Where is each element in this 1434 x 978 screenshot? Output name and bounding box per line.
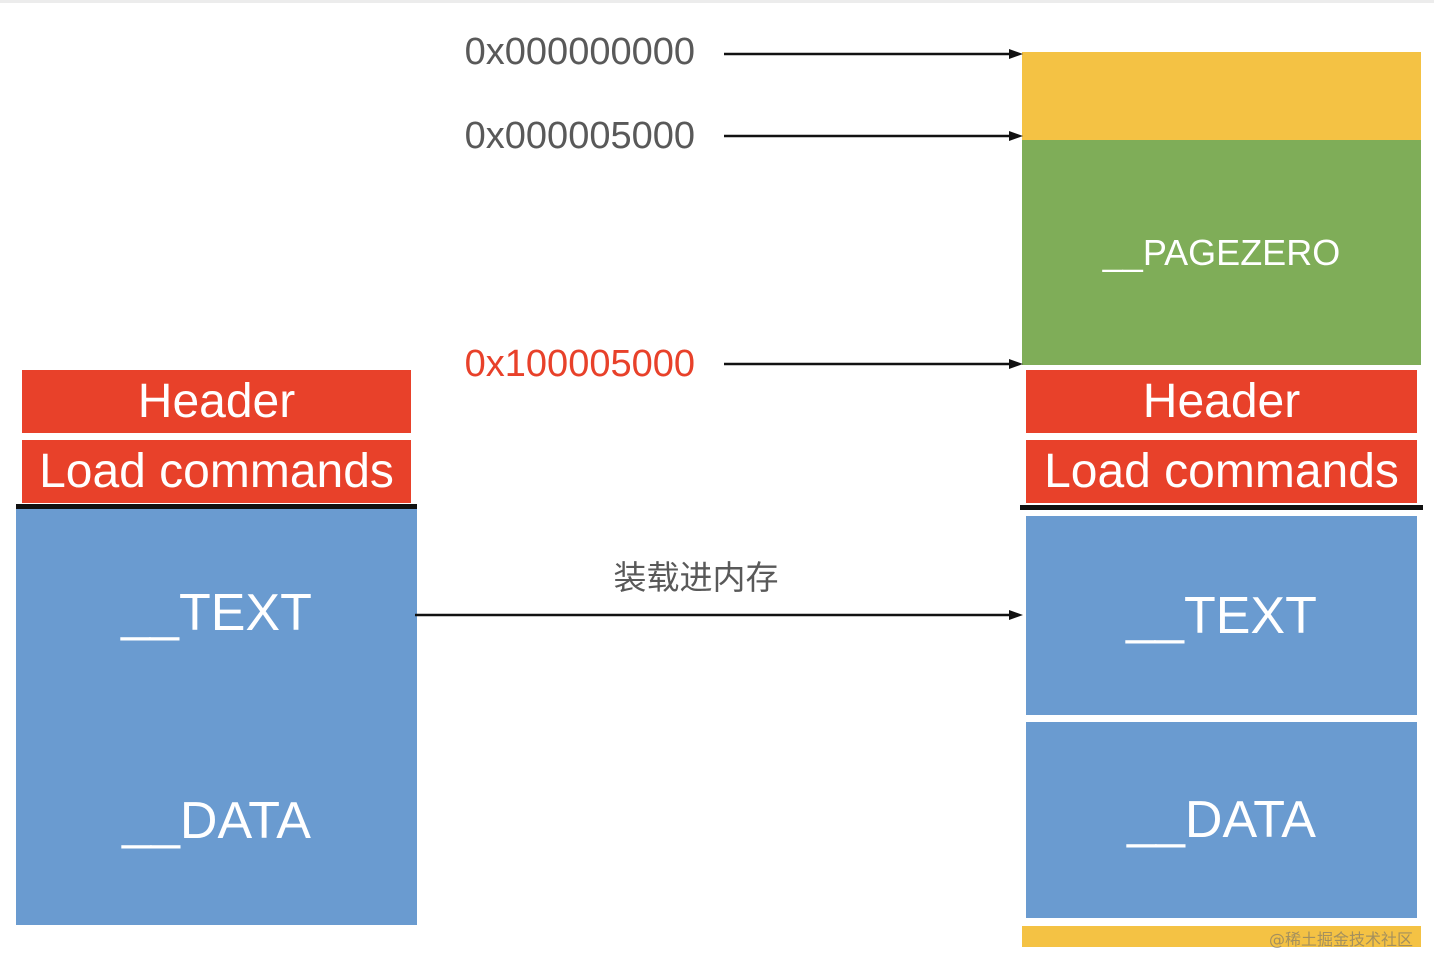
memory-data-segment: __DATA bbox=[1026, 722, 1417, 918]
top-border bbox=[0, 0, 1434, 3]
arrow-address-0 bbox=[724, 49, 1023, 59]
memory-load-commands-block: Load commands bbox=[1026, 440, 1417, 503]
arrow-address-2 bbox=[724, 359, 1023, 369]
arrow-address-2-head bbox=[1009, 359, 1023, 369]
file-data-segment: __DATA bbox=[16, 717, 417, 925]
memory-load-commands-label: Load commands bbox=[1044, 444, 1399, 498]
memory-text-segment-label: __TEXT bbox=[1126, 586, 1317, 645]
file-data-segment-label: __DATA bbox=[122, 792, 311, 850]
arrow-address-1-head bbox=[1009, 131, 1023, 141]
memory-pagezero-block: __PAGEZERO bbox=[1022, 140, 1421, 365]
memory-data-segment-label: __DATA bbox=[1127, 791, 1316, 849]
address-label-1: 0x000005000 bbox=[464, 115, 695, 157]
memory-text-segment: __TEXT bbox=[1026, 516, 1417, 715]
memory-header-block: Header bbox=[1026, 370, 1417, 433]
file-header-label: Header bbox=[137, 374, 296, 428]
file-load-commands-block: Load commands bbox=[22, 440, 411, 503]
arrow-load-into-memory-head bbox=[1009, 610, 1023, 620]
memory-pagezero-label: __PAGEZERO bbox=[1102, 231, 1341, 273]
address-label-0: 0x000000000 bbox=[464, 31, 695, 73]
file-divider-line bbox=[16, 504, 417, 509]
arrow-address-0-head bbox=[1009, 49, 1023, 59]
arrow-address-1 bbox=[724, 131, 1023, 141]
arrow-load-into-memory bbox=[415, 610, 1023, 620]
memory-header-label: Header bbox=[1142, 374, 1301, 428]
file-text-segment-label: __TEXT bbox=[121, 584, 312, 642]
memory-top-padding-block bbox=[1022, 52, 1421, 140]
watermark-text: @稀土掘金技术社区 bbox=[1268, 930, 1413, 949]
memory-divider-line bbox=[1020, 505, 1423, 510]
address-label-2: 0x100005000 bbox=[464, 343, 695, 385]
file-text-segment: __TEXT bbox=[16, 509, 417, 717]
file-load-commands-label: Load commands bbox=[39, 444, 394, 498]
memory-bottom-padding-block bbox=[1022, 926, 1421, 947]
file-segments-block: __TEXT __DATA bbox=[16, 509, 417, 925]
file-header-block: Header bbox=[22, 370, 411, 433]
load-into-memory-label: 装载进内存 bbox=[613, 558, 779, 597]
